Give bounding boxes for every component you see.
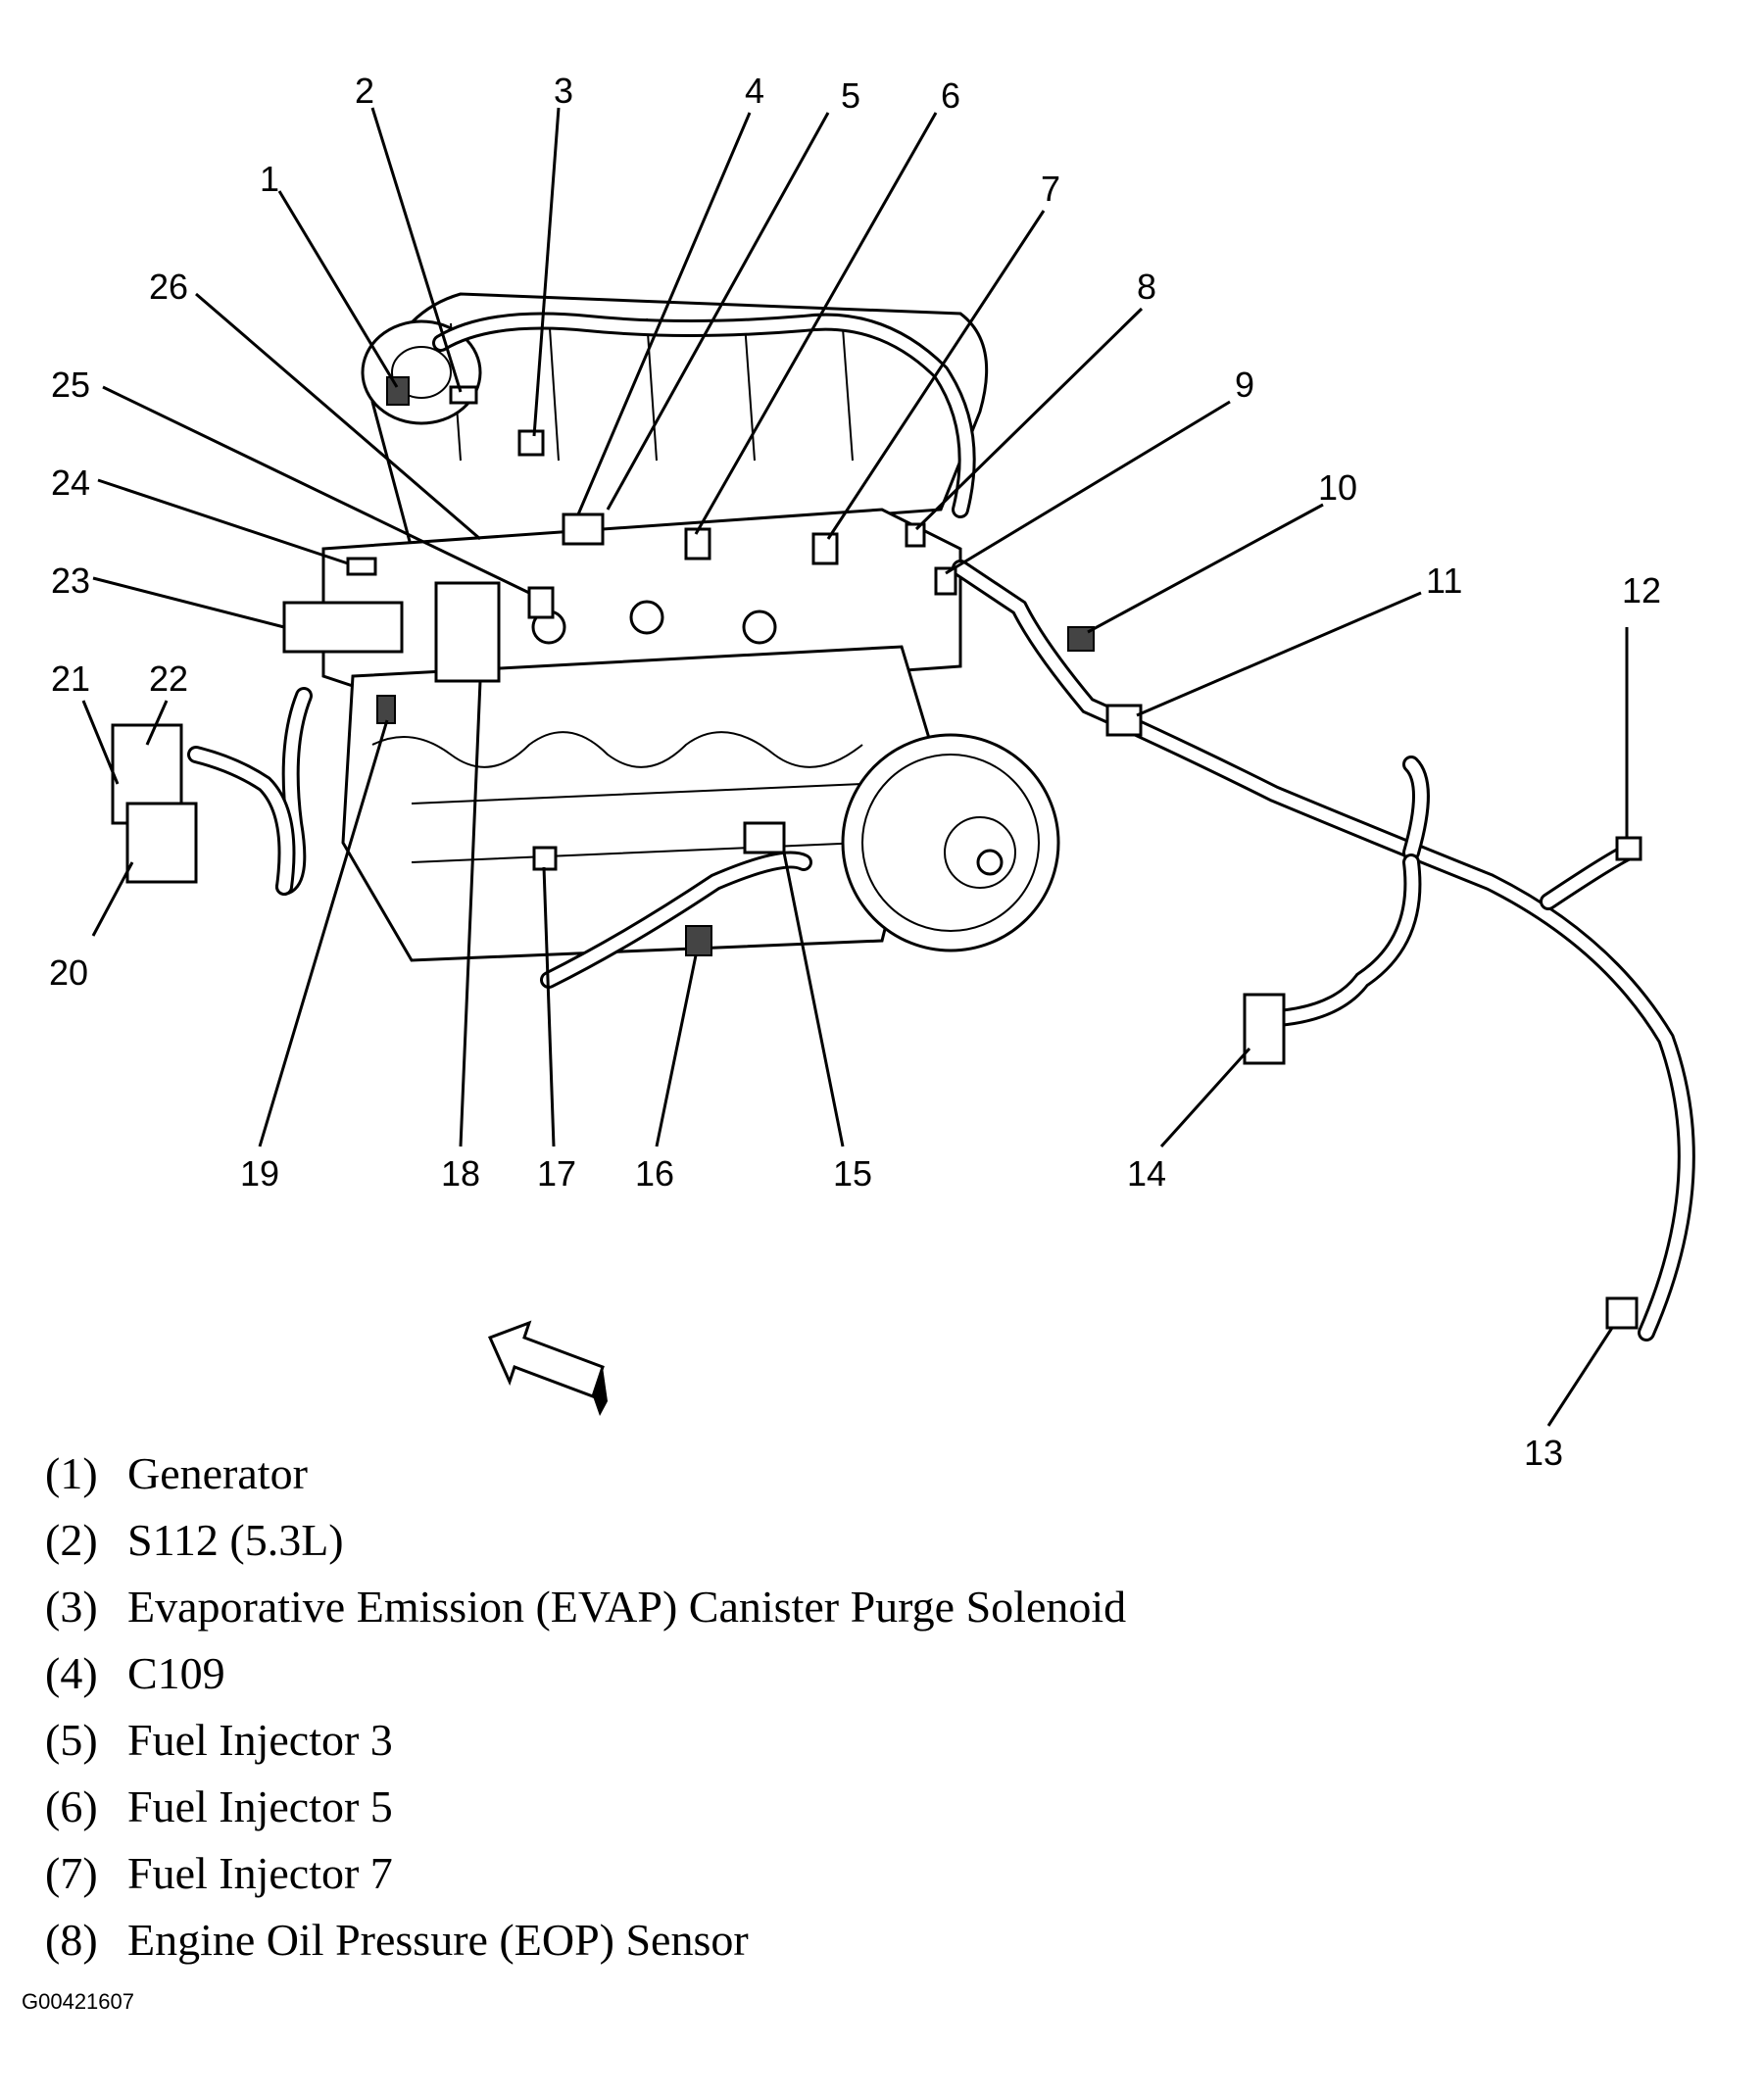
callout-1: 1 — [260, 159, 279, 199]
legend-item: (7) Fuel Injector 7 — [45, 1840, 1417, 1907]
callout-17: 17 — [537, 1153, 576, 1194]
callout-numbers: 1 2 3 4 5 6 7 8 9 10 11 12 13 14 15 16 1… — [49, 71, 1661, 1473]
legend-number: (8) — [45, 1915, 98, 1965]
callout-19: 19 — [240, 1153, 279, 1194]
connectors — [111, 376, 1642, 1330]
callout-18: 18 — [441, 1153, 480, 1194]
legend-number: (1) — [45, 1448, 98, 1498]
legend-number: (3) — [45, 1582, 98, 1632]
legend-label: Generator — [127, 1448, 308, 1498]
callout-4: 4 — [745, 71, 764, 111]
legend-label: Fuel Injector 5 — [127, 1781, 393, 1831]
callout-2: 2 — [355, 71, 374, 111]
callout-5: 5 — [841, 75, 860, 116]
legend-label: Fuel Injector 3 — [127, 1715, 393, 1765]
callout-10: 10 — [1318, 467, 1357, 508]
legend-item: (3) Evaporative Emission (EVAP) Canister … — [45, 1574, 1417, 1640]
callout-12: 12 — [1622, 570, 1661, 610]
wiring-harness — [187, 312, 1695, 1341]
callout-8: 8 — [1137, 267, 1156, 307]
leader-lines — [81, 107, 1629, 1427]
callout-13: 13 — [1524, 1433, 1563, 1473]
callout-23: 23 — [51, 561, 90, 601]
engine-harness-diagram: 1 2 3 4 5 6 7 8 9 10 11 12 13 14 15 16 1… — [49, 71, 1695, 1473]
callout-7: 7 — [1041, 169, 1060, 209]
callout-6: 6 — [941, 75, 960, 116]
legend-item: (5) Fuel Injector 3 — [45, 1707, 1417, 1774]
legend-item: (2) S112 (5.3L) — [45, 1507, 1417, 1574]
component-legend: (1) Generator (2) S112 (5.3L) (3) Evaporati… — [45, 1440, 1417, 1974]
legend-item: (1) Generator — [45, 1440, 1417, 1507]
callout-21: 21 — [51, 658, 90, 699]
callout-20: 20 — [49, 952, 88, 993]
legend-number: (7) — [45, 1848, 98, 1898]
callout-15: 15 — [833, 1153, 872, 1194]
legend-label: Engine Oil Pressure (EOP) Sensor — [127, 1915, 749, 1965]
callout-22: 22 — [149, 658, 188, 699]
figure-id: G00421607 — [22, 1989, 134, 2014]
callout-3: 3 — [554, 71, 573, 111]
legend-label: C109 — [127, 1648, 225, 1698]
legend-number: (4) — [45, 1648, 98, 1698]
legend-label: Evaporative Emission (EVAP) Canister Pur… — [127, 1582, 1127, 1632]
view-direction-arrow-icon — [487, 1320, 608, 1416]
legend-item: (8) Engine Oil Pressure (EOP) Sensor — [45, 1907, 1417, 1974]
legend-number: (6) — [45, 1781, 98, 1831]
legend-label: Fuel Injector 7 — [127, 1848, 393, 1898]
callout-16: 16 — [635, 1153, 674, 1194]
callout-26: 26 — [149, 267, 188, 307]
legend-item: (4) C109 — [45, 1640, 1417, 1707]
callout-9: 9 — [1235, 365, 1254, 405]
legend-number: (2) — [45, 1515, 98, 1565]
legend-item: (6) Fuel Injector 5 — [45, 1774, 1417, 1840]
callout-24: 24 — [51, 463, 90, 503]
callout-25: 25 — [51, 365, 90, 405]
legend-number: (5) — [45, 1715, 98, 1765]
callout-11: 11 — [1426, 561, 1462, 601]
callout-14: 14 — [1127, 1153, 1166, 1194]
legend-label: S112 (5.3L) — [127, 1515, 344, 1565]
